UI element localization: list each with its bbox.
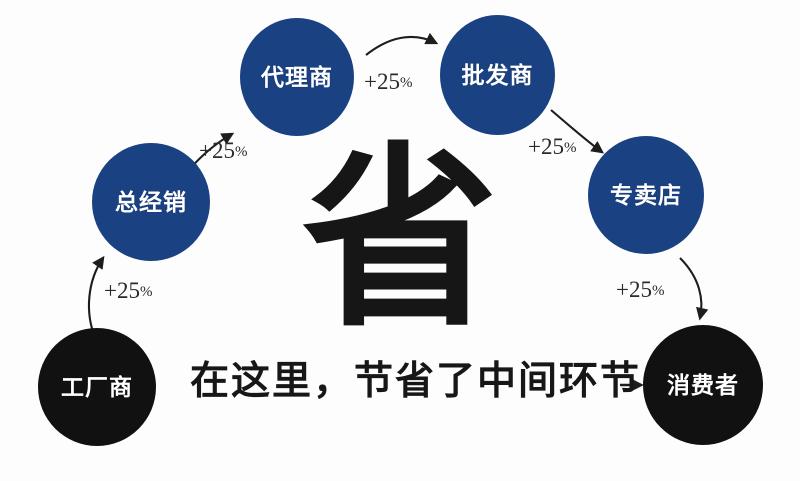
markup-agent-to-wholesaler: +25% <box>364 70 412 93</box>
center-character: 省 <box>301 130 498 349</box>
node-factory[interactable]: 工厂商 <box>38 328 156 446</box>
percent-icon-1: % <box>139 284 153 300</box>
markup-value-1: +25 <box>104 278 140 303</box>
markup-distributor-to-agent: +25% <box>199 139 247 162</box>
node-store-label: 专卖店 <box>610 181 682 208</box>
markup-factory-to-distributor: +25% <box>104 279 152 302</box>
markup-value-2: +25 <box>199 138 235 163</box>
arrow-store-to-consumer <box>679 257 709 321</box>
tagline: 在这里，节省了中间环节 <box>190 360 642 403</box>
node-consumer[interactable]: 消费者 <box>643 325 763 445</box>
markup-value-4: +25 <box>528 134 564 159</box>
markup-value-5: +25 <box>616 277 652 302</box>
markup-wholesaler-to-store: +25% <box>528 135 576 158</box>
node-wholesaler[interactable]: 批发商 <box>440 15 555 135</box>
percent-icon-5: % <box>651 283 665 299</box>
percent-icon-3: % <box>399 75 413 91</box>
node-factory-label: 工厂商 <box>61 373 133 400</box>
markup-store-to-consumer: +25% <box>616 278 664 301</box>
arrow-agent-to-wholesaler <box>365 32 439 56</box>
percent-icon-2: % <box>234 144 248 160</box>
node-distributor-label: 总经销 <box>115 188 187 215</box>
node-agent-label: 代理商 <box>261 63 333 90</box>
markup-value-3: +25 <box>364 69 400 94</box>
node-consumer-label: 消费者 <box>667 371 739 398</box>
node-wholesaler-label: 批发商 <box>461 61 534 88</box>
node-agent[interactable]: 代理商 <box>240 18 354 136</box>
percent-icon-4: % <box>563 140 577 156</box>
node-store[interactable]: 专卖店 <box>588 136 704 254</box>
node-distributor[interactable]: 总经销 <box>92 143 210 261</box>
